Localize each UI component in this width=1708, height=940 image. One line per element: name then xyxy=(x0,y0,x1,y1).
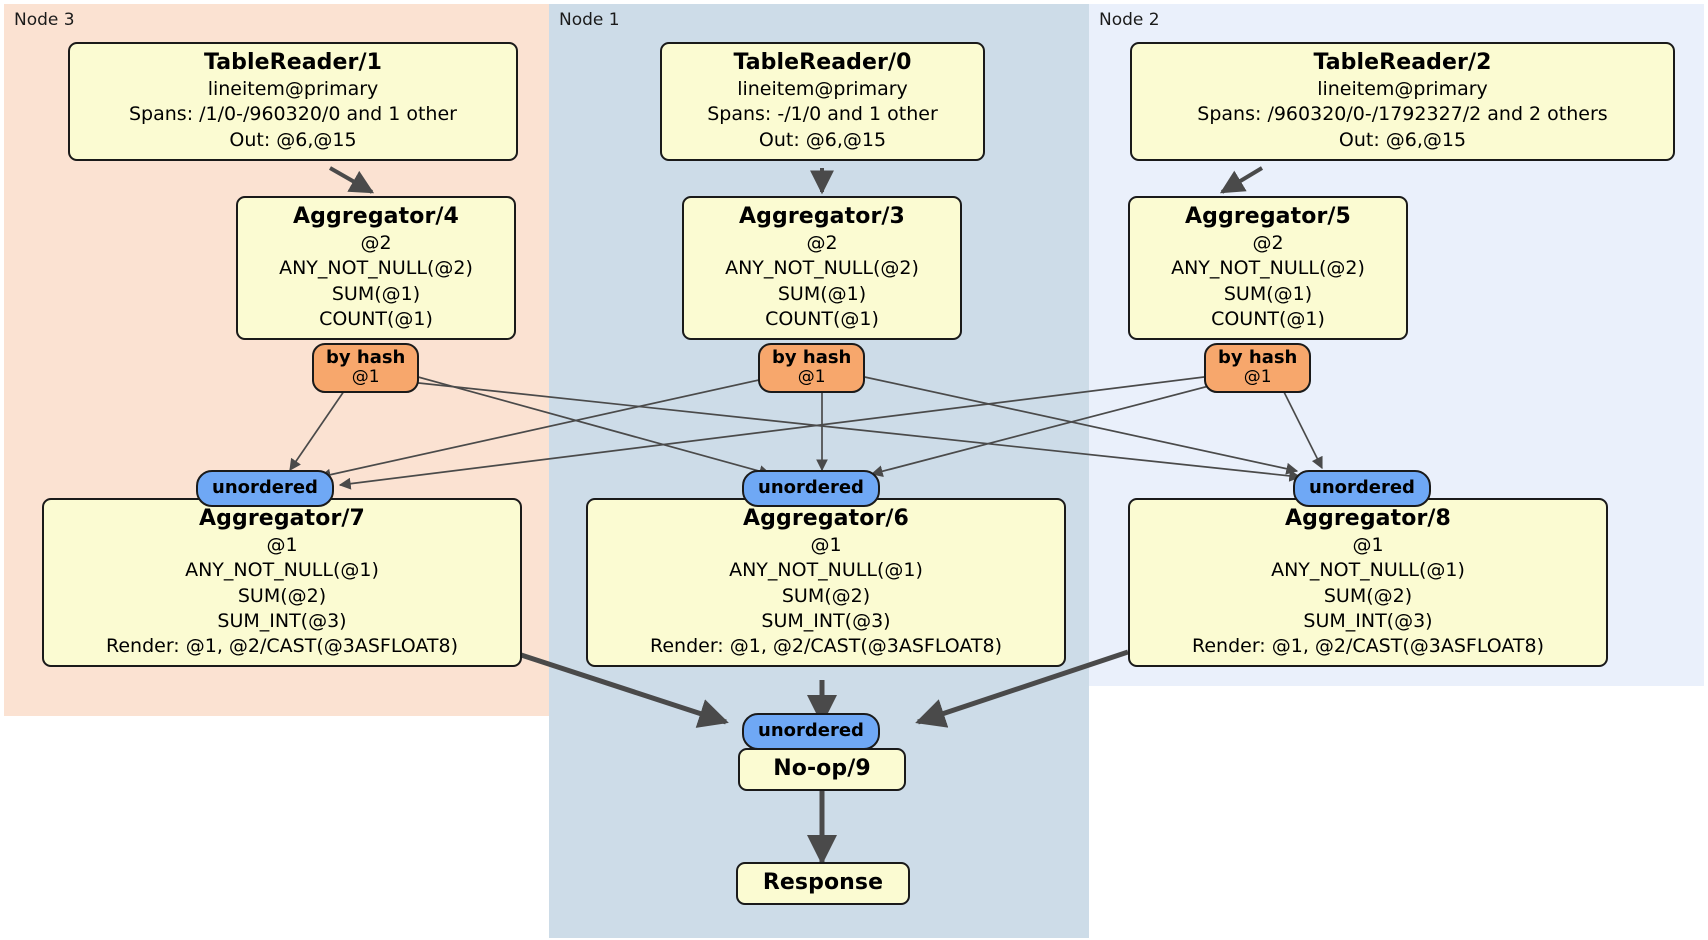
processor-title: TableReader/1 xyxy=(203,50,383,75)
processor-title: Aggregator/3 xyxy=(739,204,905,229)
processor-detail-line: @1 xyxy=(1352,534,1384,557)
processor-title: Aggregator/7 xyxy=(199,506,365,531)
processor-detail-line: ANY_NOT_NULL(@1) xyxy=(185,559,379,582)
processor-title: Response xyxy=(762,870,884,895)
router-by-hash-right[interactable]: by hash @1 xyxy=(1204,343,1312,394)
processor-aggregator-4[interactable]: Aggregator/4 @2 ANY_NOT_NULL(@2) SUM(@1)… xyxy=(236,196,516,341)
processor-detail-line: Out: @6,@15 xyxy=(229,128,357,151)
processor-tablereader-1[interactable]: TableReader/1 lineitem@primary Spans: /1… xyxy=(68,42,518,161)
processor-detail-line: Spans: /1/0-/960320/0 and 1 other xyxy=(129,103,457,126)
processor-detail-line: ANY_NOT_NULL(@2) xyxy=(1171,257,1365,280)
processor-title: No-op/9 xyxy=(773,756,871,781)
processor-detail-line: @2 xyxy=(360,232,392,255)
processor-title: Aggregator/6 xyxy=(743,506,909,531)
router-column: @1 xyxy=(1243,367,1272,388)
node-label-node-3: Node 3 xyxy=(14,10,75,30)
processor-detail-line: SUM(@2) xyxy=(781,584,871,607)
synchronizer-unordered-final[interactable]: unordered xyxy=(742,713,880,751)
processor-noop-9[interactable]: No-op/9 xyxy=(738,748,906,792)
processor-detail-line: ANY_NOT_NULL(@2) xyxy=(279,257,473,280)
processor-title: Aggregator/4 xyxy=(293,204,459,229)
processor-detail-line: ANY_NOT_NULL(@2) xyxy=(725,257,919,280)
processor-detail-line: COUNT(@1) xyxy=(1211,307,1325,330)
processor-title: TableReader/0 xyxy=(733,50,912,75)
processor-aggregator-7[interactable]: Aggregator/7 @1 ANY_NOT_NULL(@1) SUM(@2)… xyxy=(42,498,522,668)
synchronizer-unordered-right[interactable]: unordered xyxy=(1293,470,1431,508)
node-label-node-1: Node 1 xyxy=(559,10,620,30)
processor-title: TableReader/2 xyxy=(1313,50,1492,75)
synchronizer-unordered-mid[interactable]: unordered xyxy=(742,470,880,508)
router-by-hash-mid[interactable]: by hash @1 xyxy=(758,343,866,394)
router-label: by hash xyxy=(326,347,406,368)
processor-detail-line: lineitem@primary xyxy=(737,78,908,101)
processor-title: Aggregator/5 xyxy=(1185,204,1351,229)
processor-detail-line: SUM(@1) xyxy=(1223,282,1313,305)
processor-aggregator-5[interactable]: Aggregator/5 @2 ANY_NOT_NULL(@2) SUM(@1)… xyxy=(1128,196,1408,341)
processor-render-line: Render: @1, @2/CAST(@3ASFLOAT8) xyxy=(1192,635,1544,658)
processor-detail-line: Out: @6,@15 xyxy=(1338,128,1467,151)
processor-aggregator-3[interactable]: Aggregator/3 @2 ANY_NOT_NULL(@2) SUM(@1)… xyxy=(682,196,962,341)
processor-tablereader-0[interactable]: TableReader/0 lineitem@primary Spans: -/… xyxy=(660,42,985,161)
synchronizer-unordered-left[interactable]: unordered xyxy=(196,470,334,508)
processor-detail-line: lineitem@primary xyxy=(1317,78,1488,101)
processor-detail-line: Spans: /960320/0-/1792327/2 and 2 others xyxy=(1197,103,1608,126)
processor-detail-line: COUNT(@1) xyxy=(319,307,433,330)
router-by-hash-left[interactable]: by hash @1 xyxy=(312,343,420,394)
processor-aggregator-6[interactable]: Aggregator/6 @1 ANY_NOT_NULL(@1) SUM(@2)… xyxy=(586,498,1066,668)
processor-detail-line: COUNT(@1) xyxy=(765,307,879,330)
processor-detail-line: @2 xyxy=(1252,232,1284,255)
processor-detail-line: lineitem@primary xyxy=(207,78,379,101)
processor-detail-line: SUM(@2) xyxy=(237,584,327,607)
router-column: @1 xyxy=(351,367,380,388)
processor-detail-line: ANY_NOT_NULL(@1) xyxy=(729,559,923,582)
processor-detail-line: @1 xyxy=(266,534,298,557)
router-column: @1 xyxy=(797,367,826,388)
processor-detail-line: Out: @6,@15 xyxy=(758,128,887,151)
processor-render-line: Render: @1, @2/CAST(@3ASFLOAT8) xyxy=(650,635,1002,658)
processor-detail-line: SUM_INT(@3) xyxy=(761,609,891,632)
processor-detail-line: SUM_INT(@3) xyxy=(217,609,347,632)
processor-tablereader-2[interactable]: TableReader/2 lineitem@primary Spans: /9… xyxy=(1130,42,1675,161)
processor-render-line: Render: @1, @2/CAST(@3ASFLOAT8) xyxy=(106,635,458,658)
processor-detail-line: SUM(@1) xyxy=(331,282,421,305)
processor-detail-line: SUM_INT(@3) xyxy=(1303,609,1433,632)
processor-response[interactable]: Response xyxy=(736,862,910,906)
processor-aggregator-8[interactable]: Aggregator/8 @1 ANY_NOT_NULL(@1) SUM(@2)… xyxy=(1128,498,1608,668)
processor-detail-line: @1 xyxy=(810,534,842,557)
processor-detail-line: SUM(@1) xyxy=(777,282,867,305)
processor-detail-line: ANY_NOT_NULL(@1) xyxy=(1271,559,1465,582)
processor-detail-line: Spans: -/1/0 and 1 other xyxy=(707,103,938,126)
node-label-node-2: Node 2 xyxy=(1099,10,1160,30)
router-label: by hash xyxy=(772,347,852,368)
processor-detail-line: SUM(@2) xyxy=(1323,584,1413,607)
router-label: by hash xyxy=(1218,347,1298,368)
processor-detail-line: @2 xyxy=(806,232,838,255)
processor-title: Aggregator/8 xyxy=(1285,506,1451,531)
